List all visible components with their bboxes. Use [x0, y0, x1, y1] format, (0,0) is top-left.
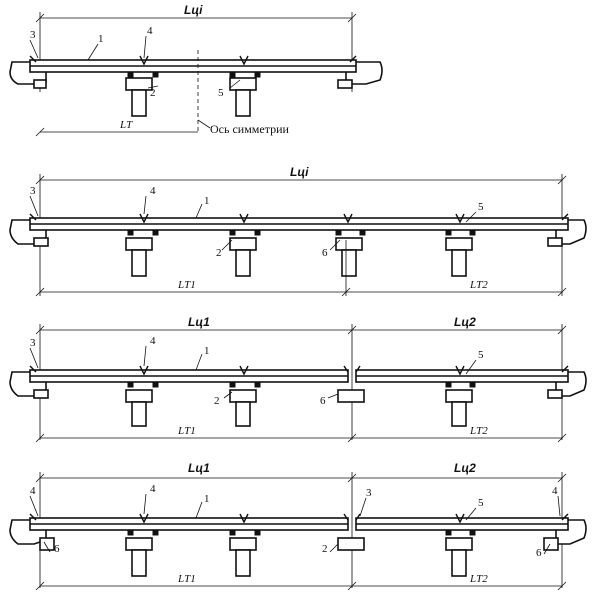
diagram-3: Lц1 Lц2 — [9, 315, 587, 443]
top-label-2: Lцi — [290, 165, 309, 179]
top-label-3a: Lц1 — [188, 315, 210, 329]
callout-3-4: 4 — [150, 335, 156, 347]
pier-cap-1b — [229, 77, 257, 91]
callout-3-3: 3 — [30, 337, 36, 349]
callout-4-4c: 4 — [552, 485, 558, 497]
callout-4-1: 1 — [204, 493, 210, 505]
bottom-label-4b: LТ2 — [469, 573, 488, 585]
callout-4-4b: 4 — [150, 483, 156, 495]
callout-3-2: 2 — [214, 395, 220, 407]
top-label-4a: Lц1 — [188, 461, 210, 475]
bottom-label-2a: LТ1 — [177, 279, 196, 291]
pier-1b — [235, 89, 251, 117]
callout-4-3: 3 — [366, 487, 372, 499]
top-label-4b: Lц2 — [454, 461, 476, 475]
top-label-3b: Lц2 — [454, 315, 476, 329]
callout-2-3: 3 — [30, 185, 36, 197]
callout-4-5: 5 — [478, 497, 484, 509]
bottom-label-3a: LТ1 — [177, 425, 196, 437]
callout-4-6a: 6 — [54, 543, 60, 555]
callout-3-5: 5 — [478, 349, 484, 361]
callout-2-4: 4 — [150, 185, 156, 197]
callout-4: 4 — [147, 25, 153, 37]
axis-label: Ось симметрии — [210, 122, 290, 136]
bottom-label-1: LТ — [119, 119, 133, 131]
callout-3: 3 — [30, 29, 36, 41]
bottom-label-3b: LТ2 — [469, 425, 488, 437]
callout-3-1: 1 — [204, 345, 210, 357]
bottom-label-4a: LТ1 — [177, 573, 196, 585]
callout-2-1: 1 — [204, 195, 210, 207]
callout-4-2: 2 — [322, 543, 328, 555]
callout-2-5: 5 — [478, 201, 484, 213]
diagram-1: Lцi Ось симметрии LТ 3 1 — [9, 3, 383, 137]
callout-1: 1 — [98, 33, 104, 45]
top-label-1: Lцi — [184, 3, 203, 17]
callout-4-4a: 4 — [30, 485, 36, 497]
diagram-4: Lц1 Lц2 — [9, 461, 587, 591]
callout-2-6: 6 — [322, 247, 328, 259]
pier-1a — [131, 89, 147, 117]
callout-5: 5 — [218, 87, 224, 99]
bottom-label-2b: LТ2 — [469, 279, 488, 291]
diagram-2: Lцi LТ — [9, 165, 587, 297]
callout-3-6: 6 — [320, 395, 326, 407]
callout-2: 2 — [150, 87, 156, 99]
callout-4-6b: 6 — [536, 547, 542, 559]
callout-2-2: 2 — [216, 247, 222, 259]
